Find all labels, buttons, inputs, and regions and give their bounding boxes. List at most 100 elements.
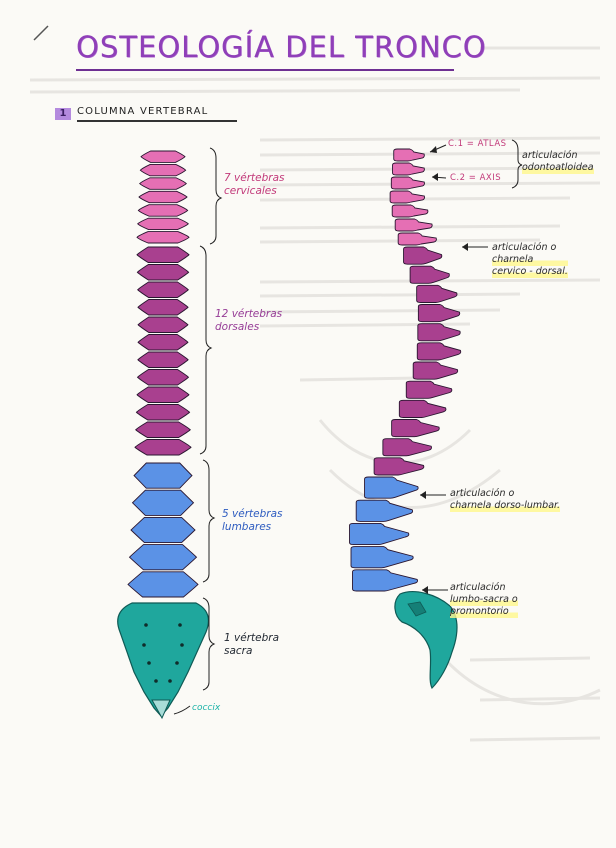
lumbar-vertebra-side	[350, 546, 414, 569]
page-title: OSTEOLOGÍA DEL TRONCO	[76, 30, 487, 64]
dorsal-vertebra-front	[136, 264, 190, 281]
side-vertebrae-group	[349, 148, 462, 592]
dorsolumbar-line1: articulación o	[450, 488, 515, 499]
dorsal-bracket	[199, 245, 213, 455]
cervical-vertebra-side	[391, 204, 429, 218]
dorsal-vertebra-side	[373, 457, 425, 476]
section-underline	[77, 120, 237, 122]
cervical-vertebra-side	[390, 176, 425, 190]
front-vertebrae-group	[127, 150, 199, 598]
dorsolumbar-label: articulación o charnela dorso-lumbar.	[450, 488, 561, 512]
dorsal-vertebra-side	[412, 361, 459, 380]
cervical-vertebra-front	[137, 217, 189, 231]
cervicodorsal-line3: cervico - dorsal.	[492, 266, 568, 278]
atlas-axis-brace	[511, 139, 523, 189]
lumbar-vertebra-front	[131, 489, 195, 516]
lumbosacral-line1: articulación	[450, 582, 506, 593]
cervicodorsal-line1: articulación o	[492, 242, 557, 253]
coccyx-label: coccix	[192, 703, 221, 713]
dorsal-label-line2: dorsales	[215, 321, 260, 333]
dorsal-vertebra-side	[398, 399, 447, 418]
sacral-bracket	[202, 597, 216, 691]
dorsal-vertebra-side	[391, 419, 440, 438]
dorsal-vertebra-front	[136, 246, 190, 263]
c2-label: C.2 = AXIS	[450, 173, 502, 183]
atlas-axis-joint-line1: articulación	[522, 150, 578, 161]
cervical-vertebra-front	[139, 177, 187, 190]
lumbosacral-label: articulación lumbo-sacra o promontorio	[450, 582, 518, 618]
dorsal-vertebra-front	[136, 386, 190, 403]
cervical-label-line2: cervicales	[224, 185, 277, 197]
dorsal-label-line1: 12 vértebras	[215, 308, 283, 320]
dorsal-vertebra-side	[382, 438, 432, 457]
cervical-vertebra-side	[394, 218, 433, 232]
cervical-vertebra-side	[393, 148, 425, 162]
atlas-axis-joint-line2: odontoatloidea	[522, 162, 594, 174]
lumbar-vertebra-side	[364, 476, 419, 499]
dorsal-label: 12 vértebras dorsales	[215, 308, 282, 334]
lumbar-vertebra-front	[128, 544, 198, 571]
dorsal-vertebra-side	[417, 304, 461, 323]
atlas-axis-joint-label: articulación odontoatloidea	[522, 150, 594, 174]
lumbar-vertebra-side	[355, 499, 414, 522]
sacral-foramina	[142, 623, 184, 683]
coccyx-shape	[151, 699, 171, 720]
dorsal-vertebra-side	[403, 246, 443, 265]
cervical-vertebra-front	[140, 150, 186, 163]
cervical-bracket	[209, 147, 223, 245]
cervical-vertebra-side	[392, 162, 425, 176]
section-title: COLUMNA VERTEBRAL	[77, 106, 209, 117]
lumbosacral-line3: promontorio	[450, 606, 518, 618]
dorsal-vertebra-side	[409, 265, 450, 284]
sacral-label: 1 vértebra sacra	[224, 632, 279, 658]
lumbar-vertebra-front	[133, 462, 193, 489]
cervical-vertebra-side	[389, 190, 425, 204]
sacrum-front	[117, 602, 209, 720]
dorsal-vertebra-side	[417, 323, 461, 342]
cervical-vertebra-front	[139, 163, 187, 177]
dorsal-vertebra-front	[137, 299, 189, 316]
sacral-label-line1: 1 vértebra	[224, 632, 280, 644]
cervicodorsal-arrowhead	[462, 243, 468, 251]
lumbar-vertebra-side	[352, 569, 418, 592]
lumbar-bracket	[202, 459, 216, 583]
dorsolumbar-line2: charnela dorso-lumbar.	[450, 500, 561, 512]
lumbar-label: 5 vértebras lumbares	[222, 508, 282, 534]
lumbosacral-arrowhead	[422, 586, 428, 594]
cervical-vertebra-front	[136, 231, 190, 244]
lumbosacral-line2: lumbo-sacra o	[450, 594, 518, 606]
front-brackets	[173, 147, 223, 715]
cervicodorsal-label: articulación o charnela cervico - dorsal…	[492, 242, 568, 278]
lumbar-vertebra-front	[127, 571, 199, 598]
dorsal-vertebra-front	[135, 421, 191, 438]
c2-arrowhead	[432, 173, 438, 181]
cervical-label-line1: 7 vértebras	[224, 172, 285, 184]
cervicodorsal-line2: charnela	[492, 254, 568, 266]
dorsal-vertebra-side	[416, 342, 462, 361]
dorsal-vertebra-front	[137, 334, 189, 351]
dorsal-vertebra-front	[134, 439, 192, 456]
dorsal-vertebra-side	[405, 380, 453, 399]
sacrum-side-shape	[394, 591, 458, 690]
dorsal-vertebra-front	[137, 351, 189, 368]
coccyx-pointer	[173, 705, 191, 715]
sacral-label-line2: sacra	[224, 645, 253, 657]
lumbar-label-line2: lumbares	[222, 521, 272, 533]
dorsal-vertebra-front	[135, 404, 191, 421]
dorsal-vertebra-front	[137, 281, 189, 298]
dorsolumbar-arrowhead	[420, 491, 426, 499]
sacrum-side-ridge	[407, 601, 427, 617]
lumbar-vertebra-front	[130, 516, 196, 544]
cervical-vertebra-front	[138, 190, 188, 204]
cervical-vertebra-front	[137, 204, 189, 217]
c1-arrowhead	[430, 146, 437, 153]
cervical-label: 7 vértebras cervicales	[224, 172, 284, 198]
cervical-vertebra-side	[397, 232, 437, 246]
sacrum-side	[394, 591, 458, 690]
dorsal-vertebra-side	[416, 284, 458, 303]
lumbar-label-line1: 5 vértebras	[222, 508, 283, 520]
lumbar-vertebra-side	[349, 522, 410, 546]
